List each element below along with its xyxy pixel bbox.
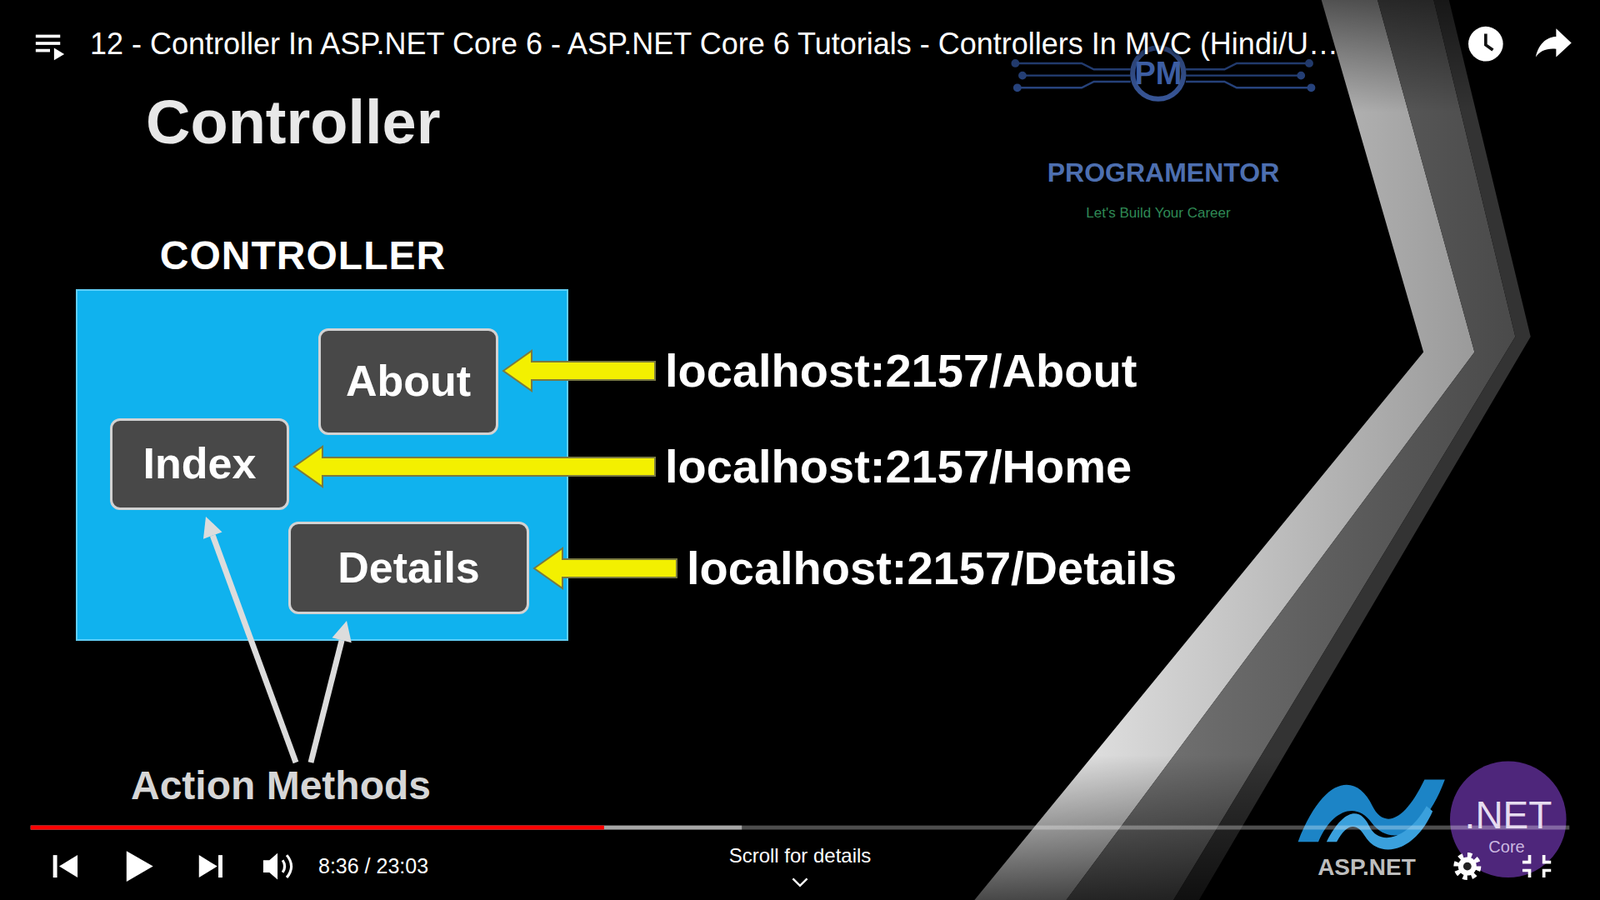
scroll-hint: Scroll for details: [729, 845, 872, 866]
settings-icon: [1463, 862, 1472, 871]
brand-name: PROGRAMENTOR: [1047, 159, 1280, 186]
playlist-icon: [35, 41, 60, 45]
scroll-chevron: [792, 878, 807, 886]
next-icon: [199, 855, 218, 878]
time-display: 8:36 / 23:03: [318, 855, 429, 877]
player-icons: [35, 26, 1572, 886]
fullscreen-exit-icon: [1522, 855, 1551, 878]
action-name: About: [345, 357, 471, 405]
share-icon: [1535, 28, 1572, 57]
watch-later-icon: [1485, 33, 1494, 50]
play-icon: [126, 850, 154, 882]
url-label: localhost:2157/Home: [665, 443, 1132, 490]
progress-track: [30, 825, 1570, 830]
panel-heading: CONTROLLER: [77, 235, 529, 276]
settings-icon: [1458, 857, 1477, 876]
url-label: localhost:2157/Details: [686, 545, 1177, 592]
volume-icon: [286, 855, 292, 878]
progress-buffer: [30, 825, 742, 830]
url-label: localhost:2157/About: [665, 347, 1137, 395]
action-method-box: Index: [110, 418, 290, 510]
logo-text: Core: [1488, 838, 1525, 855]
bottom-shade: [0, 755, 1600, 900]
previous-icon: [53, 855, 58, 878]
playlist-icon: [54, 48, 65, 61]
video-title: 12 - Controller In ASP.NET Core 6 - ASP.…: [90, 29, 1339, 60]
playlist-icon: [35, 35, 60, 39]
logo-text: PM: [1135, 57, 1183, 90]
annotation-arrow: [212, 535, 296, 763]
progress-played: [30, 825, 605, 830]
arrowhead: [203, 516, 223, 540]
volume-icon: [282, 860, 285, 873]
url-arrow: [294, 446, 655, 487]
aspnet-logo: [1298, 780, 1445, 850]
action-method-box: About: [318, 328, 499, 435]
url-arrow: [534, 548, 677, 589]
next-icon: [218, 855, 223, 878]
annotation-arrow: [310, 640, 342, 763]
watch-later-icon: [1468, 26, 1504, 62]
brand-tagline: Let's Build Your Career: [1085, 205, 1230, 220]
settings-icon: [1455, 855, 1479, 878]
action-name: Index: [143, 440, 257, 488]
playlist-icon: [35, 49, 50, 53]
volume-icon: [263, 853, 278, 880]
action-method-box: Details: [288, 521, 530, 615]
logo-text: .NET: [1465, 795, 1553, 835]
url-arrow: [503, 350, 655, 391]
arrowhead: [331, 620, 351, 643]
action-name: Details: [337, 544, 480, 592]
previous-icon: [59, 855, 78, 878]
dotnet-badge: [1450, 760, 1567, 878]
annotation: Action Methods: [130, 765, 431, 806]
slide-title: Controller: [145, 91, 441, 154]
logo-text: ASP.NET: [1317, 855, 1416, 880]
